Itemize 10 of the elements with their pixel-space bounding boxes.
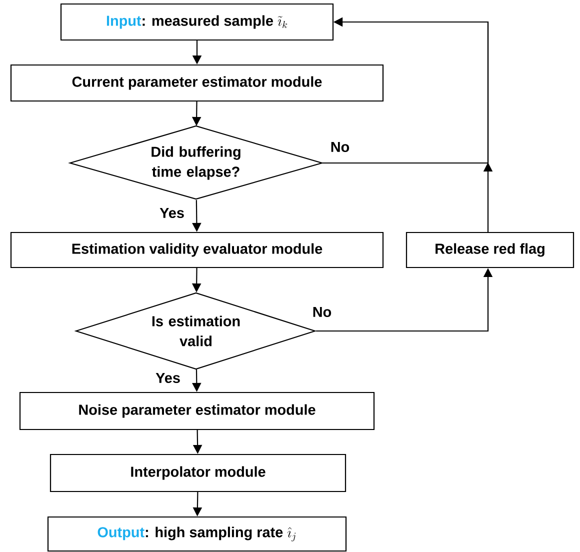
- io-box: Input: measured sample $\tilde{\imath}_k$: [60, 3, 334, 41]
- edge-label: No: [329, 140, 351, 154]
- io-box: Output: high sampling rate $\hat{\imath}_j$: [47, 516, 347, 552]
- process-box: Estimation validity evaluator module: [10, 232, 384, 268]
- process-box: Current parameter estimator module: [10, 64, 384, 102]
- edge-label: Yes: [158, 206, 186, 220]
- edge-label: Yes: [154, 372, 182, 384]
- process-box: Noise parameter estimator module: [19, 392, 375, 430]
- process-box: Release red flag: [406, 232, 574, 268]
- process-box: Interpolator module: [50, 454, 346, 492]
